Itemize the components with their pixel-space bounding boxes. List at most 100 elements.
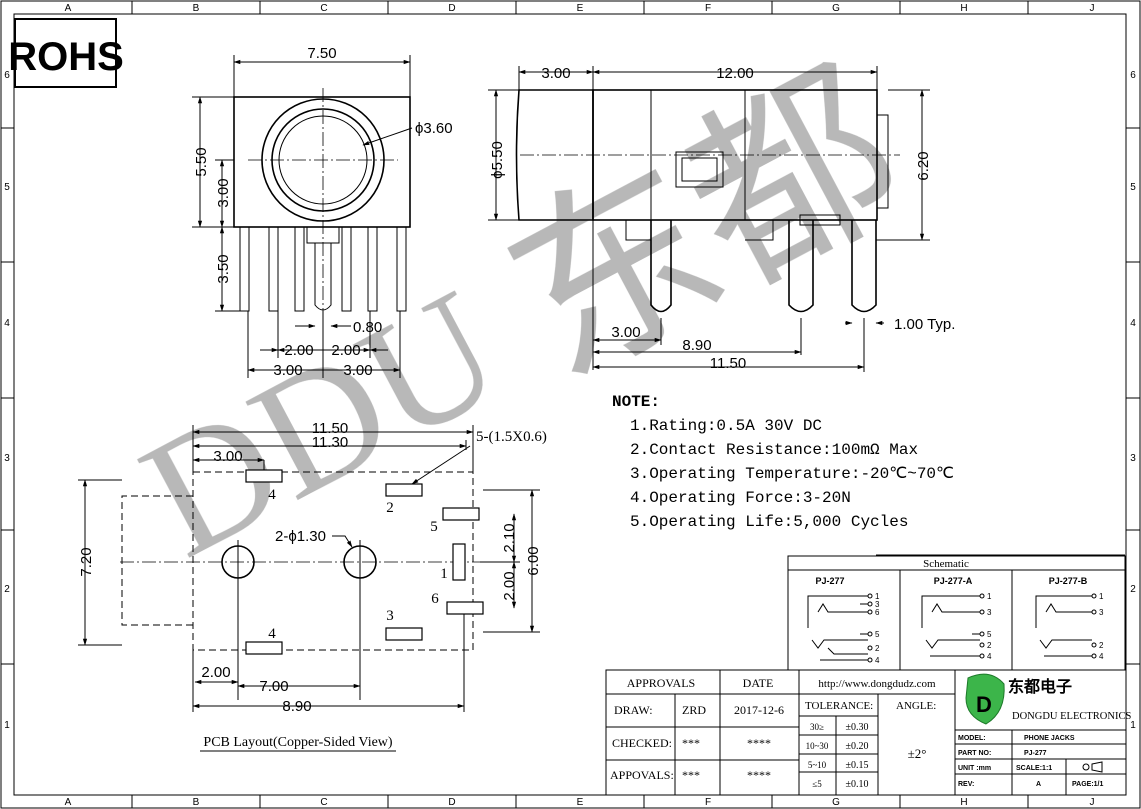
- dim-pcb-total: 11.50: [312, 420, 348, 437]
- grid-col-label: F: [705, 3, 711, 14]
- svg-text:3: 3: [1099, 608, 1104, 617]
- dim-front-outer-left: 3.00: [273, 362, 302, 379]
- grid-col-label: J: [1090, 3, 1095, 14]
- grid-row-label: 4: [1130, 318, 1136, 329]
- grid-row-label: 1: [4, 720, 10, 731]
- tb-company-cn: 东都电子: [1008, 677, 1072, 696]
- dim-side-pin3: 11.50: [710, 355, 746, 372]
- tb-checked-label: CHECKED:: [612, 736, 672, 750]
- tb-approvals: APPROVALS: [627, 676, 695, 690]
- grid-row-label: 3: [4, 453, 10, 464]
- grid-col-label: C: [320, 3, 327, 14]
- svg-text:6: 6: [875, 608, 880, 617]
- notes: NOTE: 1.Rating:0.5A 30V DC 2.Contact Res…: [612, 393, 954, 531]
- grid-col-label: G: [832, 797, 840, 808]
- schematic: Schematic PJ-277 PJ-277-A PJ-277-B 1 3 6…: [787, 554, 1126, 671]
- front-pins: [239, 226, 407, 312]
- tb-draw-date: 2017-12-6: [734, 703, 784, 717]
- pcb-pin-4-top: 4: [268, 487, 276, 503]
- dim-front-diameter: ϕ3.60: [415, 120, 453, 137]
- schematic-pj277b: 1 3 2 4: [1035, 592, 1104, 661]
- schematic-pj277: 1 3 6 5 2 4: [807, 592, 880, 665]
- svg-text:3: 3: [987, 608, 992, 617]
- tb-appovals-date: ****: [747, 768, 771, 782]
- dim-front-inner-right: 2.00: [331, 342, 360, 359]
- tb-appovals-label: APPOVALS:: [610, 768, 674, 782]
- dim-front-inner-left: 2.00: [284, 342, 313, 359]
- tb-draw-name: ZRD: [682, 703, 706, 717]
- dim-front-width: 7.50: [307, 45, 336, 62]
- dim-front-pin-length: 3.50: [215, 254, 232, 283]
- dim-side-front: 3.00: [541, 65, 570, 82]
- dim-side-pin1: 3.00: [611, 324, 640, 341]
- svg-text:±0.20: ±0.20: [846, 741, 869, 752]
- pcb-layout: 4 2 5 1 6 3 4 11.50 11.30 3.00 5-(1.5X0.…: [78, 420, 547, 752]
- grid-row-label: 4: [4, 318, 10, 329]
- grid-col-label: A: [65, 797, 72, 808]
- tb-angle-value: ±2°: [908, 746, 927, 761]
- grid-col-label: B: [193, 3, 200, 14]
- schematic-pj277a: 1 3 5 2 4: [921, 592, 992, 661]
- tb-tolerance-label: TOLERANCE:: [805, 700, 873, 712]
- svg-text:PAGE:1/1: PAGE:1/1: [1072, 781, 1103, 788]
- svg-text:PJ-277: PJ-277: [1024, 750, 1047, 757]
- dim-pcb-height: 7.20: [78, 547, 95, 576]
- dim-pcb-bottom-b: 7.00: [259, 678, 288, 695]
- svg-text:SCALE:1:1: SCALE:1:1: [1016, 765, 1052, 772]
- grid-col-label: D: [448, 797, 455, 808]
- dim-pcb-inner: 11.30: [312, 434, 348, 451]
- tb-appovals-name: ***: [682, 768, 700, 782]
- note-item-2: 2.Contact Resistance:100mΩ Max: [630, 441, 918, 459]
- grid-row-label: 3: [1130, 453, 1136, 464]
- dim-side-body: 12.00: [716, 65, 754, 82]
- grid-row-label: 6: [4, 70, 10, 81]
- svg-text:5~10: 5~10: [808, 760, 827, 770]
- svg-text:1: 1: [1099, 592, 1104, 601]
- svg-text:REV:: REV:: [958, 781, 974, 788]
- title-block: APPROVALS DATE http://www.dongdudz.com D…: [605, 669, 1131, 796]
- svg-text:A: A: [1036, 781, 1041, 788]
- schematic-variant-2: PJ-277-A: [934, 576, 973, 586]
- dim-pcb-slots: 5-(1.5X0.6): [476, 429, 547, 445]
- schematic-variant-1: PJ-277: [815, 576, 844, 586]
- pcb-pin-3: 3: [386, 608, 394, 624]
- grid-row-label: 6: [1130, 70, 1136, 81]
- rohs-logo: ROHS: [8, 18, 124, 88]
- svg-text:≤5: ≤5: [812, 779, 822, 789]
- schematic-title: Schematic: [923, 558, 969, 570]
- svg-text:2: 2: [987, 641, 992, 650]
- tb-angle-label: ANGLE:: [896, 700, 936, 712]
- company-logo-icon: D: [965, 673, 1005, 725]
- grid-row-label: 1: [1130, 720, 1136, 731]
- schematic-variant-3: PJ-277-B: [1049, 576, 1088, 586]
- side-view: 3.00 12.00 ϕ5.50 6.20 1.00 Typ. 3.00 8.9…: [488, 65, 955, 372]
- svg-text:PART NO:: PART NO:: [958, 750, 991, 757]
- note-item-5: 5.Operating Life:5,000 Cycles: [630, 513, 908, 531]
- dim-side-height: 6.20: [915, 151, 932, 180]
- notes-title: NOTE:: [612, 393, 660, 411]
- svg-text:1: 1: [987, 592, 992, 601]
- grid-col-label: G: [832, 3, 840, 14]
- svg-text:1: 1: [875, 592, 880, 601]
- grid-col-label: C: [320, 797, 327, 808]
- grid-col-label: F: [705, 797, 711, 808]
- grid-col-label: H: [960, 3, 967, 14]
- dim-pcb-pad-a: 2.10: [501, 523, 518, 552]
- note-item-1: 1.Rating:0.5A 30V DC: [630, 417, 822, 435]
- tb-draw-label: DRAW:: [614, 703, 653, 717]
- front-view: 7.50 ϕ3.60 5.50 3.00 3.50 0.80 2.00 2.00…: [192, 45, 453, 379]
- svg-text:4: 4: [987, 652, 992, 661]
- dim-front-center: 3.00: [215, 178, 232, 207]
- projection-symbol-icon: [1082, 761, 1103, 773]
- dim-pcb-first: 3.00: [213, 448, 242, 465]
- svg-text:4: 4: [1099, 652, 1104, 661]
- pcb-pin-6: 6: [431, 591, 439, 607]
- grid-col-label: E: [577, 797, 584, 808]
- watermark: DDU 东都: [114, 33, 933, 592]
- tb-url: http://www.dongdudz.com: [818, 678, 936, 690]
- dim-front-outer-right: 3.00: [343, 362, 372, 379]
- svg-text:2: 2: [875, 644, 880, 653]
- dim-side-diameter: ϕ5.50: [489, 141, 506, 179]
- rohs-text: ROHS: [8, 35, 124, 79]
